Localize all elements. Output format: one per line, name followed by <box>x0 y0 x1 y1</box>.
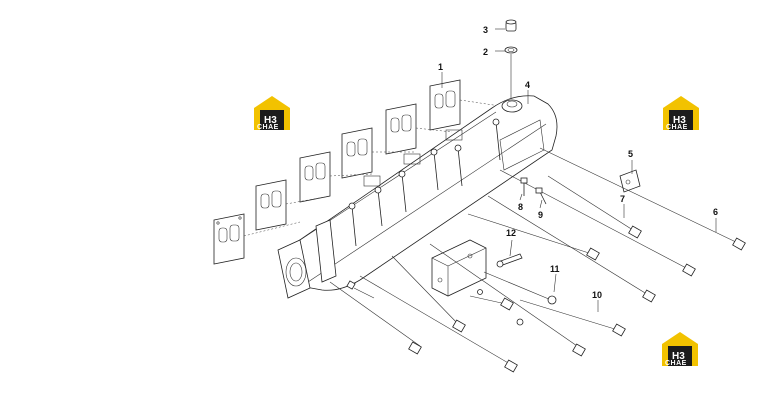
watermark-logo-bottom: H3 CHAE <box>662 332 698 367</box>
callout-labels: 3 2 1 4 5 6 7 8 9 12 11 10 <box>438 25 718 300</box>
logo-label: CHAE <box>257 124 279 131</box>
callout-4: 4 <box>525 80 530 90</box>
watermark-logo-left: H3 CHAE <box>254 96 290 131</box>
logo-mark: H3 <box>264 115 277 126</box>
gasket-row <box>213 79 501 265</box>
bracket-clip <box>619 169 641 193</box>
bolts <box>329 147 746 373</box>
plug-and-washer <box>504 19 518 98</box>
callout-6: 6 <box>713 207 718 217</box>
logo-label: CHAE <box>666 124 688 131</box>
gasket <box>429 79 461 131</box>
callout-leaders <box>441 28 717 312</box>
logo-mark: H3 <box>672 351 685 362</box>
exhaust-manifold <box>277 95 558 299</box>
callout-8: 8 <box>518 202 523 212</box>
manifold-studs <box>348 118 501 247</box>
gasket <box>385 103 417 155</box>
gasket <box>341 127 373 179</box>
gasket <box>299 151 331 203</box>
bracket <box>431 239 523 297</box>
callout-11: 11 <box>550 264 560 274</box>
callout-2: 2 <box>483 47 488 57</box>
gasket <box>255 179 287 231</box>
callout-12: 12 <box>506 228 516 238</box>
logo-label: CHAE <box>665 360 687 367</box>
watermark-logo-right: H3 CHAE <box>663 96 699 131</box>
callout-7: 7 <box>620 194 625 204</box>
logo-mark: H3 <box>673 115 686 126</box>
callout-1: 1 <box>438 62 443 72</box>
callout-9: 9 <box>538 210 543 220</box>
callout-10: 10 <box>592 290 602 300</box>
callout-3: 3 <box>483 25 488 35</box>
manifold-outlet-flange <box>277 239 311 299</box>
callout-5: 5 <box>628 149 633 159</box>
gasket <box>213 213 245 265</box>
